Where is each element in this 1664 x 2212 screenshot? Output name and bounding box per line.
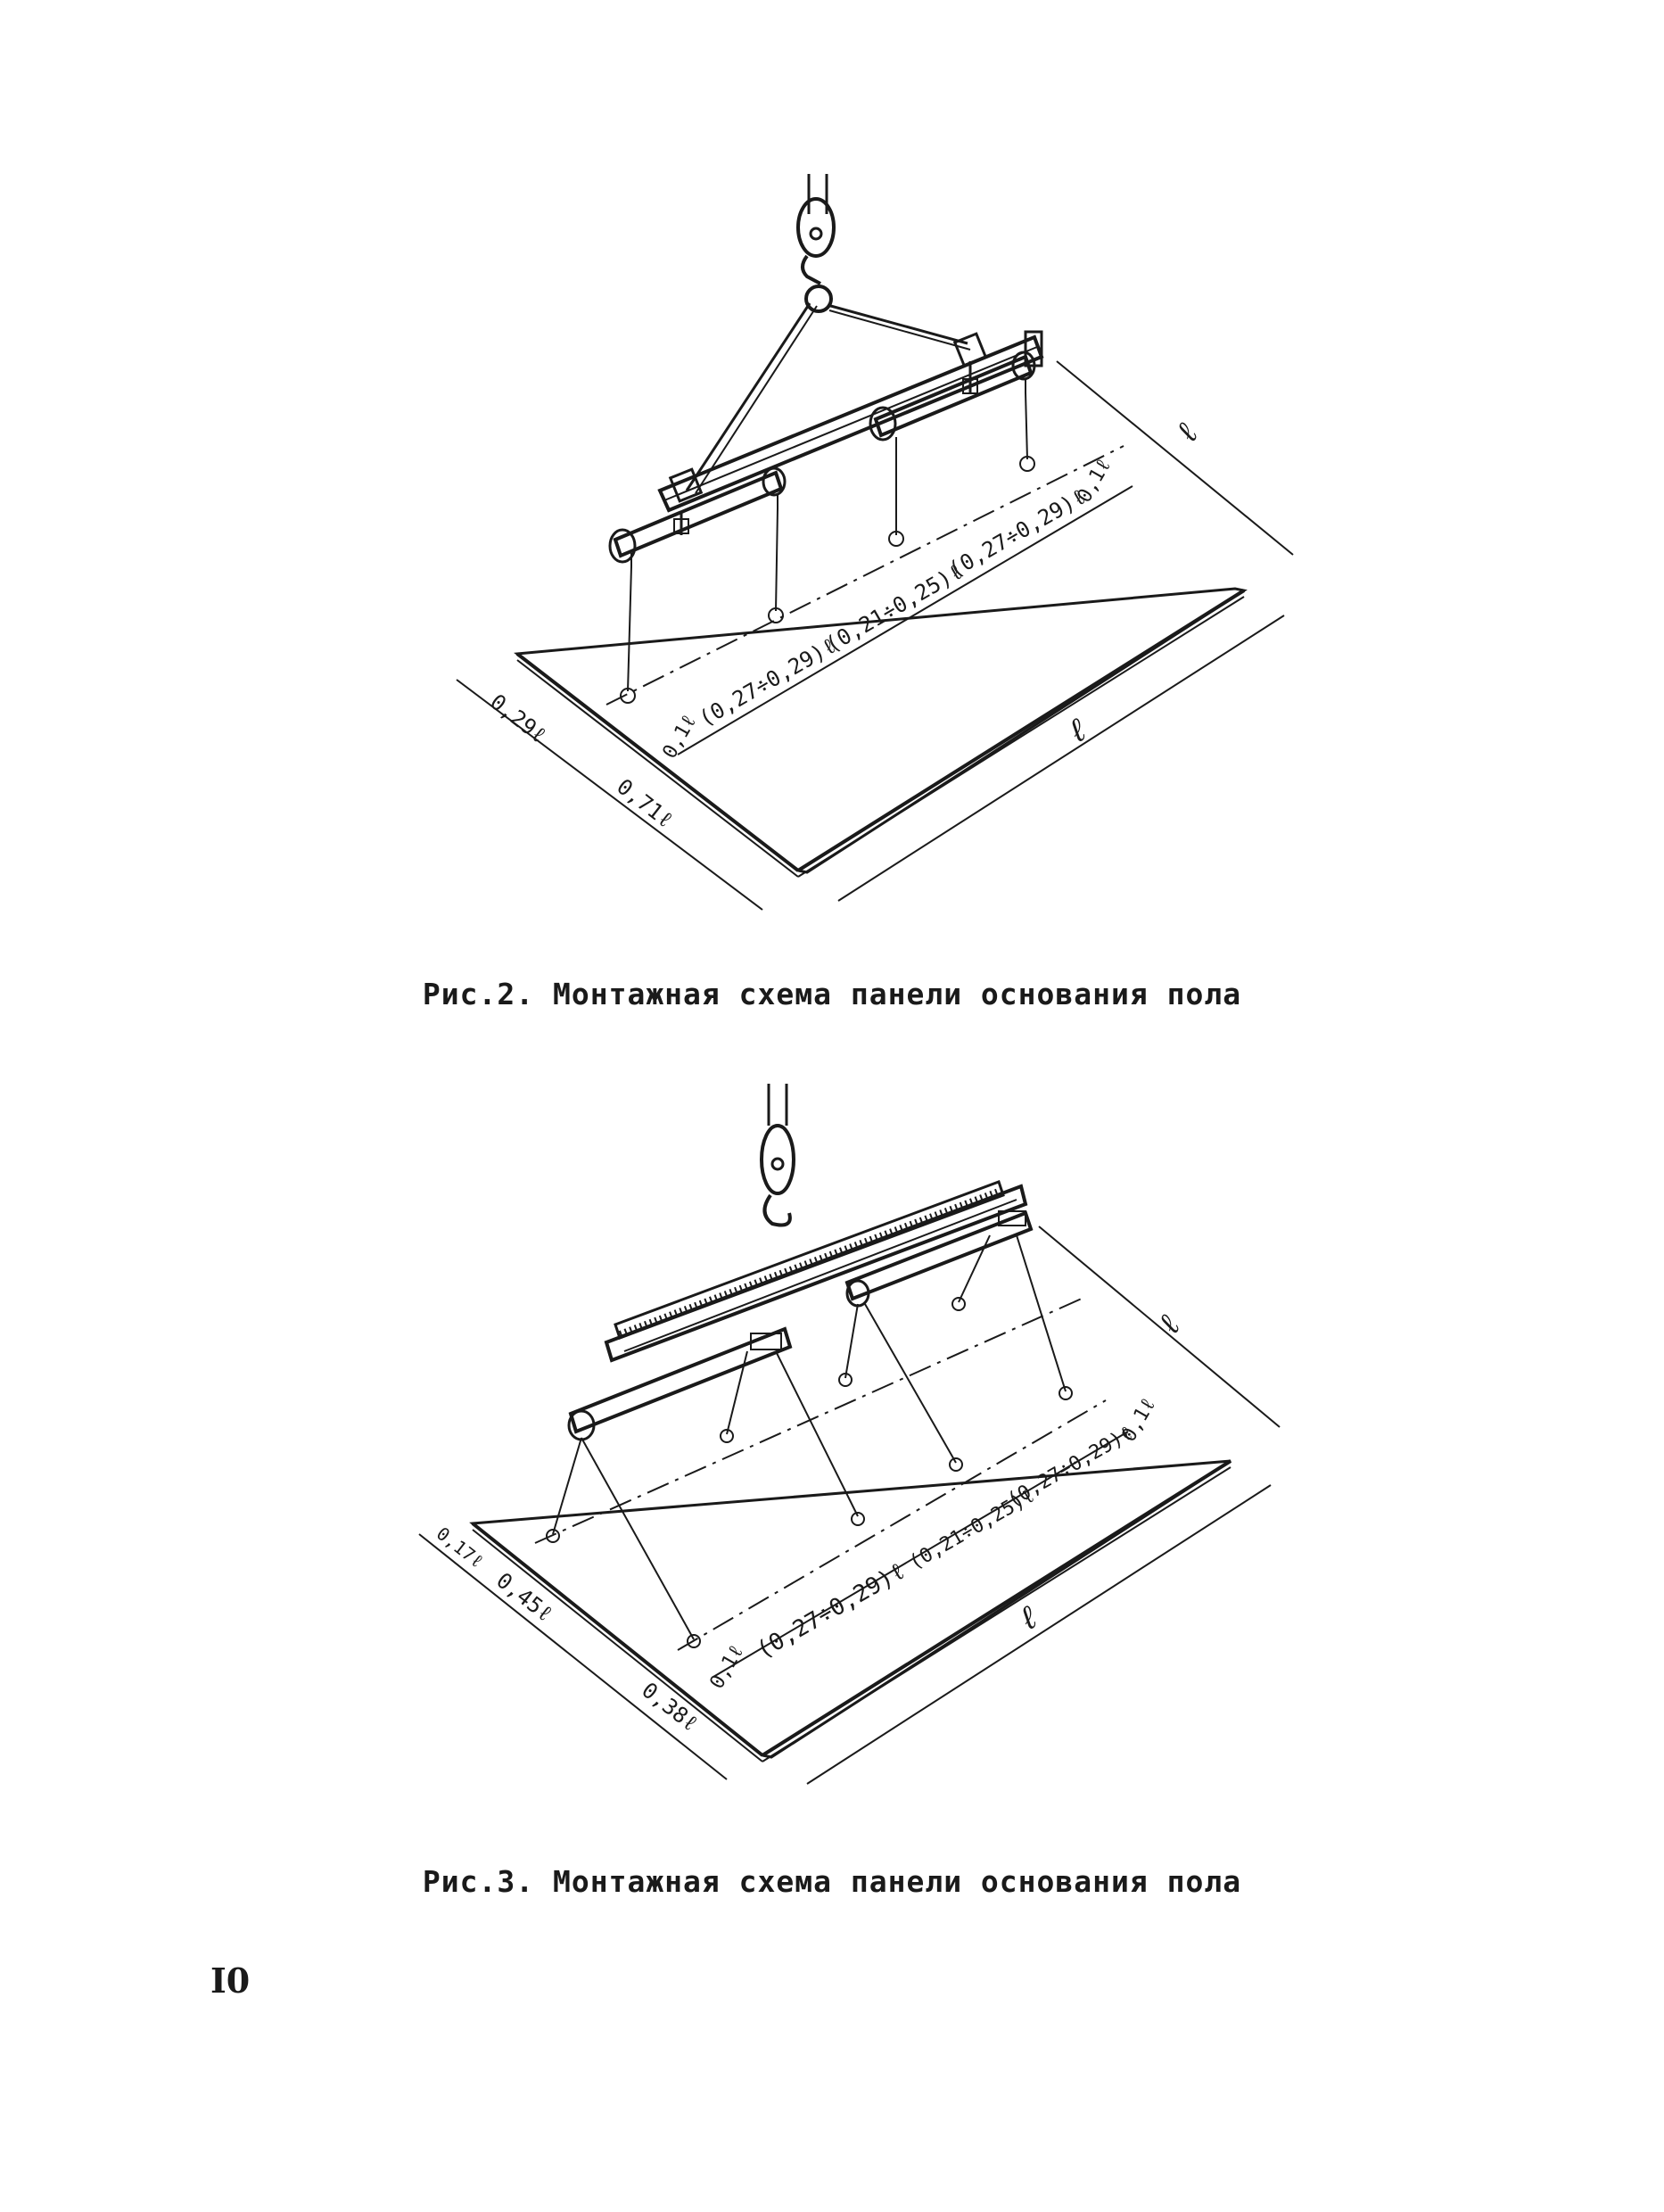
dim-b-2: ℓ xyxy=(1150,1308,1190,1343)
dim-side-1: 0,29ℓ xyxy=(485,689,551,749)
dim-seg-2-2: (0,27÷0,29)ℓ xyxy=(753,1557,911,1664)
figure-2: ℓ ℓ 0,29ℓ 0,71ℓ 0,1ℓ (0,27÷0,29)ℓ (0,21÷… xyxy=(0,0,1664,945)
dim-seg-1: 0,1ℓ xyxy=(659,711,702,763)
sling-ropes xyxy=(685,302,971,494)
page-number: I0 xyxy=(210,1960,251,2001)
sling-ropes-2 xyxy=(546,1234,1073,1648)
dimension-lines-2 xyxy=(418,1226,1281,1785)
dim-b: ℓ xyxy=(1168,416,1207,451)
dim-seg-2: (0,27÷0,29)ℓ xyxy=(695,632,841,731)
secondary-beam-right xyxy=(869,351,1036,450)
figure-2-caption: Рис.2. Монтажная схема панели основания … xyxy=(422,977,1242,1011)
floor-panel xyxy=(514,445,1248,878)
dimension-lines xyxy=(456,360,1294,911)
crane-hook xyxy=(796,174,836,313)
figure-2-drawing: ℓ ℓ 0,29ℓ 0,71ℓ 0,1ℓ (0,27÷0,29)ℓ (0,21÷… xyxy=(456,174,1294,911)
dim-seg-1-2: 0,1ℓ xyxy=(706,1641,749,1693)
dim-l: ℓ xyxy=(1060,710,1095,751)
truss-beam xyxy=(567,1180,1034,1441)
lifting-cables xyxy=(620,392,1035,704)
figure-3-caption: Рис.3. Монтажная схема панели основания … xyxy=(422,1864,1242,1899)
figure-3-drawing: ℓ ℓ 0,17ℓ 0,45ℓ 0,38ℓ 0,1ℓ (0,27÷0,29)ℓ … xyxy=(418,1084,1281,1785)
secondary-beam-left xyxy=(608,466,787,566)
figure-3: ℓ ℓ 0,17ℓ 0,45ℓ 0,38ℓ 0,1ℓ (0,27÷0,29)ℓ … xyxy=(0,1026,1664,1811)
crane-hook-2 xyxy=(760,1084,795,1227)
floor-panel-2 xyxy=(469,1297,1232,1762)
dim-seg-5-2: 0,1ℓ xyxy=(1118,1394,1161,1446)
main-traverse-beam xyxy=(657,330,1044,535)
dim-seg-3: (0,21÷0,25)ℓ xyxy=(821,558,968,657)
